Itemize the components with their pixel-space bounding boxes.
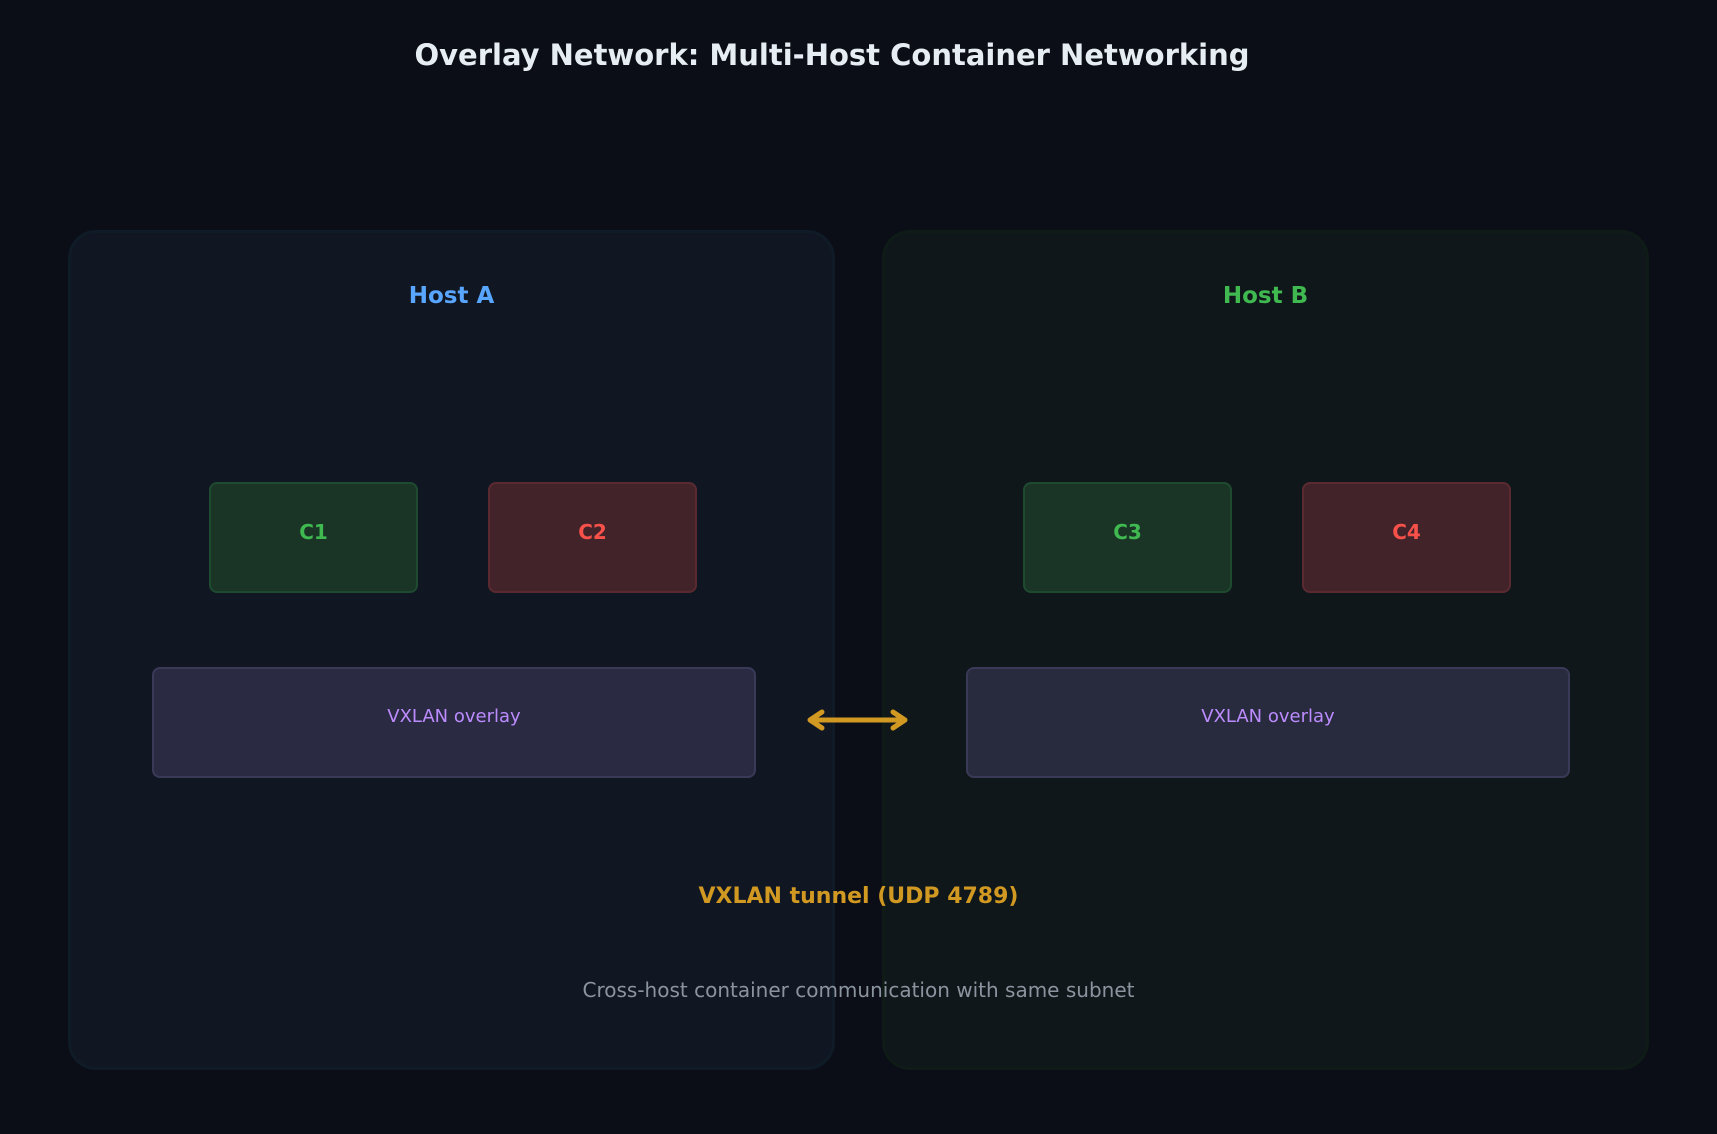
container-c2-label: C2 <box>578 520 607 544</box>
container-c1-label: C1 <box>299 520 328 544</box>
diagram-title: Overlay Network: Multi-Host Container Ne… <box>414 38 1250 72</box>
container-c4: C4 <box>1302 482 1511 593</box>
host-a-panel: Host A C1 C2 VXLAN overlay <box>68 230 835 1070</box>
host-a-overlay-label: VXLAN overlay <box>387 706 521 727</box>
container-c3: C3 <box>1023 482 1232 593</box>
host-a-vxlan-overlay: VXLAN overlay <box>152 667 756 778</box>
host-b-vxlan-overlay: VXLAN overlay <box>966 667 1570 778</box>
container-c1: C1 <box>209 482 418 593</box>
host-b-panel: Host B C3 C4 VXLAN overlay <box>882 230 1649 1070</box>
host-b-label: Host B <box>1222 283 1309 309</box>
host-a-label: Host A <box>408 283 495 309</box>
diagram-caption: Cross-host container communication with … <box>582 978 1135 1002</box>
tunnel-label: VXLAN tunnel (UDP 4789) <box>698 884 1019 909</box>
container-c2: C2 <box>488 482 697 593</box>
container-c3-label: C3 <box>1113 520 1142 544</box>
vxlan-tunnel-arrow-icon <box>807 709 908 731</box>
host-b-overlay-label: VXLAN overlay <box>1201 706 1335 727</box>
container-c4-label: C4 <box>1392 520 1421 544</box>
